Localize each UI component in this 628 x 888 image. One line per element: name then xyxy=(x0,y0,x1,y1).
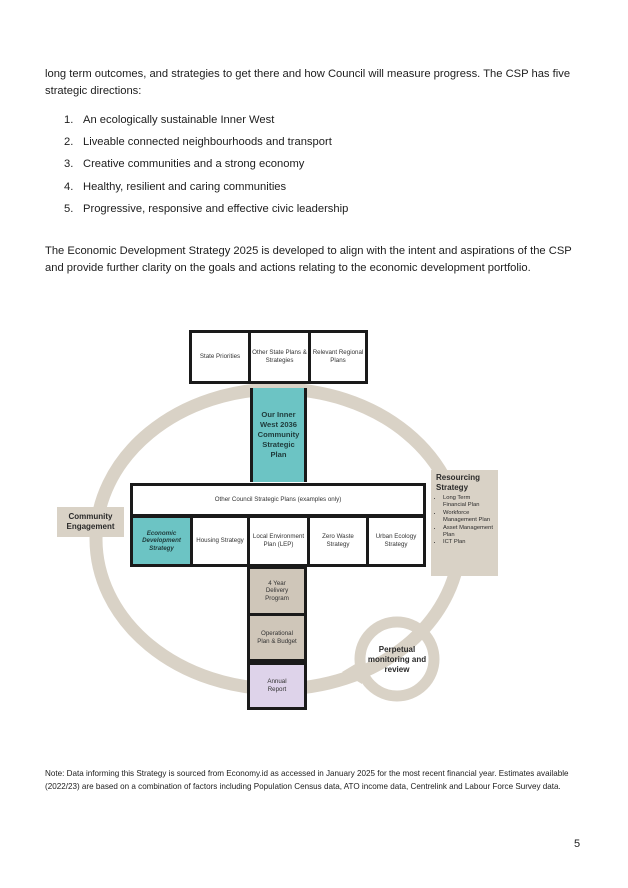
resourcing-list: Long Term Financial Plan Workforce Manag… xyxy=(436,495,493,547)
list-item: 3.Creative communities and a strong econ… xyxy=(64,158,305,171)
list-item: Long Term Financial Plan xyxy=(443,495,493,510)
page-number: 5 xyxy=(574,838,581,850)
economic-development-strategy-box: Economic Development Strategy xyxy=(130,515,193,567)
perpetual-monitoring-label: Perpetual monitoring and review xyxy=(367,645,427,674)
other-council-plans-box: Other Council Strategic Plans (examples … xyxy=(130,483,426,517)
perpetual-loop xyxy=(354,616,440,702)
housing-strategy-box: Housing Strategy xyxy=(190,515,250,567)
list-item: 1.An ecologically sustainable Inner West xyxy=(64,114,275,126)
community-engagement-box: Community Engagement xyxy=(57,507,124,537)
alignment-paragraph: The Economic Development Strategy 2025 i… xyxy=(45,245,572,274)
intro-paragraph: long term outcomes, and strategies to ge… xyxy=(45,68,571,97)
operational-plan-box: Operational Plan & Budget xyxy=(247,613,307,662)
regional-plans-box: Relevant Regional Plans xyxy=(308,330,368,384)
strategic-directions-list: 1.An ecologically sustainable Inner West… xyxy=(64,109,348,220)
loop-arrow-icon xyxy=(342,660,362,684)
list-item: 5.Progressive, responsive and effective … xyxy=(64,202,349,215)
state-priorities-box: State Priorities xyxy=(189,330,251,384)
annual-report-box: Annual Report xyxy=(247,662,307,710)
list-item: Asset Management Plan xyxy=(443,525,493,540)
list-item: Workforce Management Plan xyxy=(443,510,493,525)
resourcing-strategy-box: Resourcing Strategy Long Term Financial … xyxy=(431,470,498,576)
delivery-program-box: 4 Year Delivery Program xyxy=(247,566,307,616)
other-state-plans-box: Other State Plans & Strategies xyxy=(248,330,311,384)
resourcing-title: Resourcing Strategy xyxy=(436,473,481,492)
urban-ecology-strategy-box: Urban Ecology Strategy xyxy=(366,515,426,567)
local-environment-plan-box: Local Environment Plan (LEP) xyxy=(247,515,310,567)
list-item: 4.Healthy, resilient and caring communit… xyxy=(64,180,287,193)
zero-waste-strategy-box: Zero Waste Strategy xyxy=(307,515,369,567)
list-item: 2.Liveable connected neighbourhoods and … xyxy=(64,136,332,149)
list-item: ICT Plan xyxy=(443,539,493,546)
community-strategic-plan-box: Our Inner West 2036 Community Strategic … xyxy=(250,388,307,482)
data-source-note: Note: Data informing this Strategy is so… xyxy=(45,769,569,792)
